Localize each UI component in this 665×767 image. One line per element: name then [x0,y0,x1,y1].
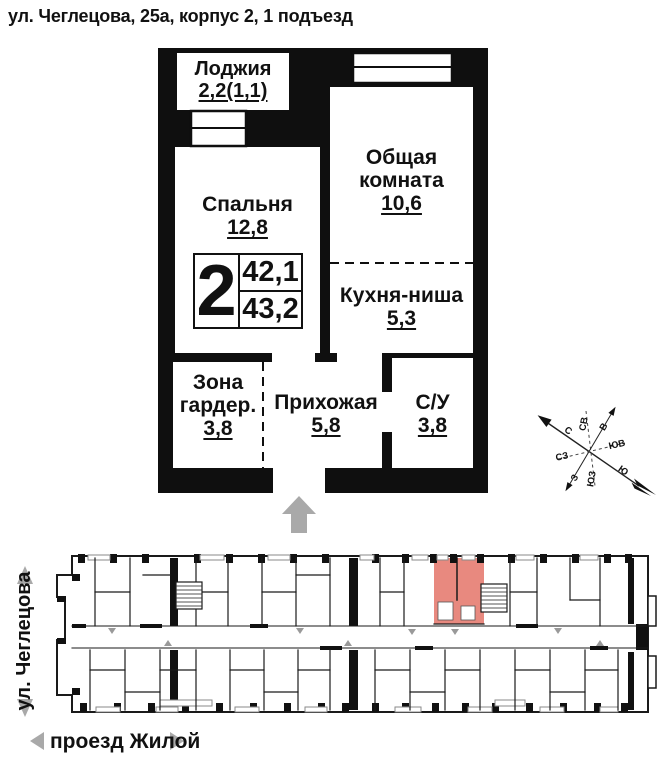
room-name: Прихожая [274,391,378,414]
label-bedroom: Спальня 12,8 [175,193,320,239]
label-living: Общая комната 10,6 [330,146,473,215]
room-name: Спальня [202,193,293,216]
room-name-line1: Общая [365,146,438,169]
label-bathroom: С/У 3,8 [392,391,473,437]
room-name-line2: комната [359,169,444,192]
compass-rose [537,406,656,496]
label-loggia: Лоджия 2,2(1,1) [177,58,289,102]
compass-south-arrow-icon [634,478,656,495]
street-arrows [17,566,184,750]
room-area: 3,8 [417,414,448,437]
room-name: Кухня-ниша [339,284,464,307]
rooms-count: 2 [195,255,240,327]
street-right-arrow-icon [170,732,184,750]
compass-north-arrow-icon [537,415,552,427]
page-title: ул. Чеглецова, 25а, корпус 2, 1 подъезд [8,6,353,26]
bedroom-door-gap [272,353,315,362]
right-bay-1 [647,595,657,627]
street-up-arrow-icon [17,566,33,584]
entrance-arrow-icon [282,496,316,533]
room-name-line1: Зона [192,371,244,394]
window-marks [87,554,619,713]
room-area: 5,3 [386,307,417,330]
apartment-info-badge: 2 42,1 43,2 [193,253,303,329]
upper-unit-walls [94,557,601,627]
street-label-left: ул. Чеглецова [13,571,35,711]
entrance-gap [273,468,325,493]
kitchen-opening [337,353,382,362]
apartment-plan [158,48,488,533]
compass-east-arrow-icon [608,406,616,416]
street-left-arrow-icon [30,732,44,750]
corridor-wall-chunks [72,624,608,650]
lower-unit-walls [89,649,619,711]
stair-core-right [480,583,508,613]
area-with-loggia: 43,2 [242,293,299,325]
corridor [71,625,649,649]
bathroom-door-gap [382,392,392,432]
loggia-window [189,109,248,148]
compass-west-arrow-icon [565,482,573,492]
building-plan [56,554,657,713]
room-bathroom [392,358,473,468]
compass-axis-ns [541,418,640,487]
label-hall: Прихожая 5,8 [267,391,385,437]
area-total: 42,1 [240,255,301,292]
room-area: 12,8 [227,216,268,239]
room-name: С/У [415,391,450,414]
room-area: 2,2(1,1) [198,80,268,102]
street-label-bottom: проезд Жилой [50,730,201,753]
compass-south-arrow2-icon [631,482,651,496]
right-bay-2 [647,655,657,689]
section-walls [170,558,648,710]
left-end-piers [57,574,80,695]
highlighted-unit [433,557,485,625]
room-area: 10,6 [381,192,422,215]
room-name-line2: гардер. [179,394,257,417]
street-down-arrow-icon [17,699,33,717]
corridor-entry-arrows [108,628,604,646]
label-kitchen: Кухня-ниша 5,3 [330,284,473,330]
room-hall-wardrobe [173,362,382,468]
compass-label-ne: СВ [577,416,591,432]
stair-core-left [175,581,203,610]
compass-axis-ew [567,410,614,488]
room-name: Лоджия [194,58,272,80]
label-wardrobe: Зона гардер. 3,8 [173,371,263,440]
living-window [351,51,454,85]
room-area: 3,8 [203,417,233,440]
room-living-kitchen [330,87,473,353]
room-area: 5,8 [311,414,341,437]
room-loggia [177,53,289,110]
